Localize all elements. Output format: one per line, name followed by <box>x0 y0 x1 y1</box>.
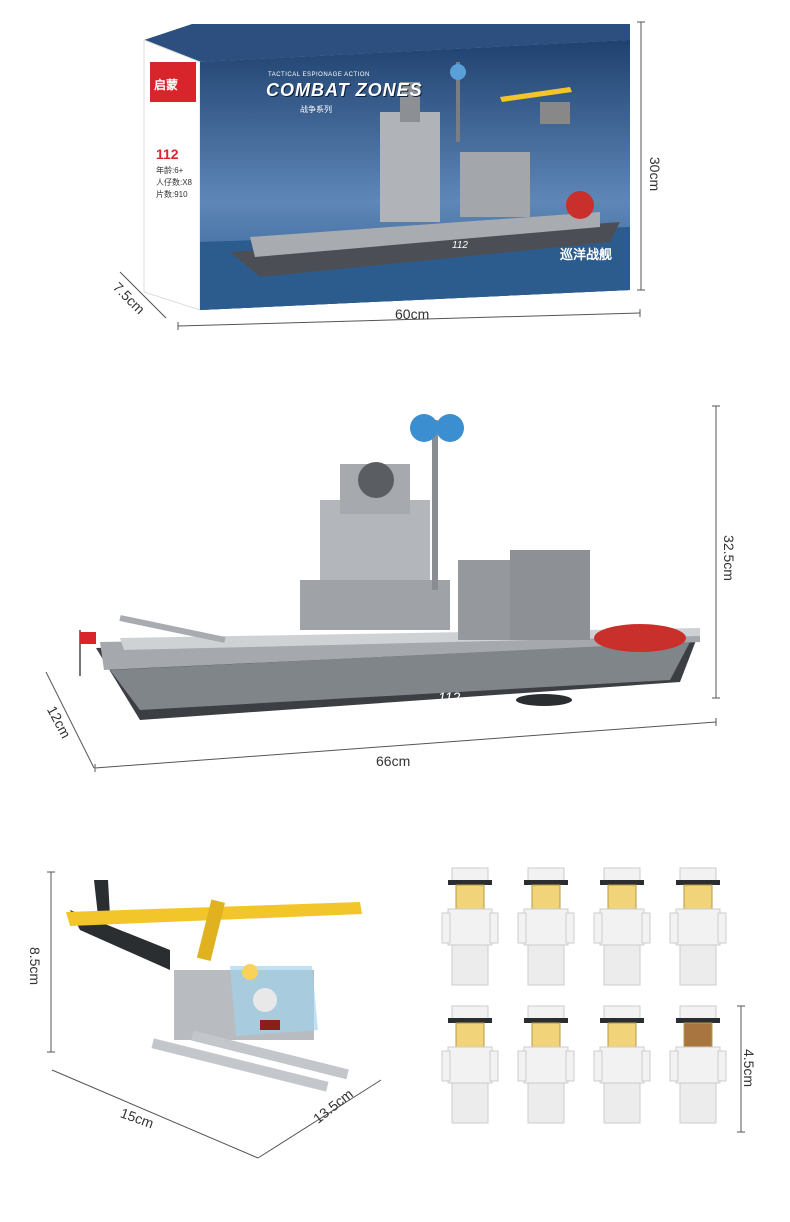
helicopter-dimension-lines <box>47 871 382 1159</box>
minifigure-grid <box>430 867 730 1138</box>
brand-logo: 启蒙 <box>154 78 179 92</box>
minifig-height-label: 4.5cm <box>741 1048 758 1088</box>
figure-count: 人仔数:X8 <box>156 178 193 187</box>
helicopter-height-label: 8.5cm <box>27 946 44 986</box>
ship-length-label: 66cm <box>376 753 411 769</box>
minifigure <box>593 1005 651 1124</box>
minifigure <box>441 867 499 986</box>
minifigure <box>669 867 727 986</box>
box-illustration <box>143 24 630 311</box>
minifigure <box>517 1005 575 1124</box>
minifigure <box>441 1005 499 1124</box>
box-hull-number: 112 <box>452 240 468 251</box>
minifigure <box>517 867 575 986</box>
minifigure <box>593 867 651 986</box>
ship-dimension-lines <box>45 405 720 772</box>
series-chinese: 战争系列 <box>300 105 332 114</box>
ship-height-label: 32.5cm <box>720 535 737 581</box>
box-height-label: 30cm <box>647 156 664 192</box>
box-width-label: 60cm <box>395 306 430 322</box>
box-dimension-lines <box>119 21 645 330</box>
series-title: COMBAT ZONES <box>266 80 423 100</box>
product-name: 巡洋战舰 <box>560 247 613 262</box>
age-label: 年龄:6+ <box>156 166 184 175</box>
ship-hull-number: 112 <box>438 689 461 705</box>
piece-count: 片数:910 <box>156 190 188 199</box>
helicopter-illustration <box>66 880 362 1092</box>
product-box: 启蒙 112 年龄:6+ 人仔数:X8 片数:910 TACTICAL ESPI… <box>140 22 640 312</box>
minifigure <box>669 1005 727 1124</box>
ship-illustration: 112 <box>79 414 700 720</box>
set-number: 112 <box>156 146 179 162</box>
minifigure-illustrations <box>441 867 727 1124</box>
series-subtitle: TACTICAL ESPIONAGE ACTION <box>268 72 370 78</box>
